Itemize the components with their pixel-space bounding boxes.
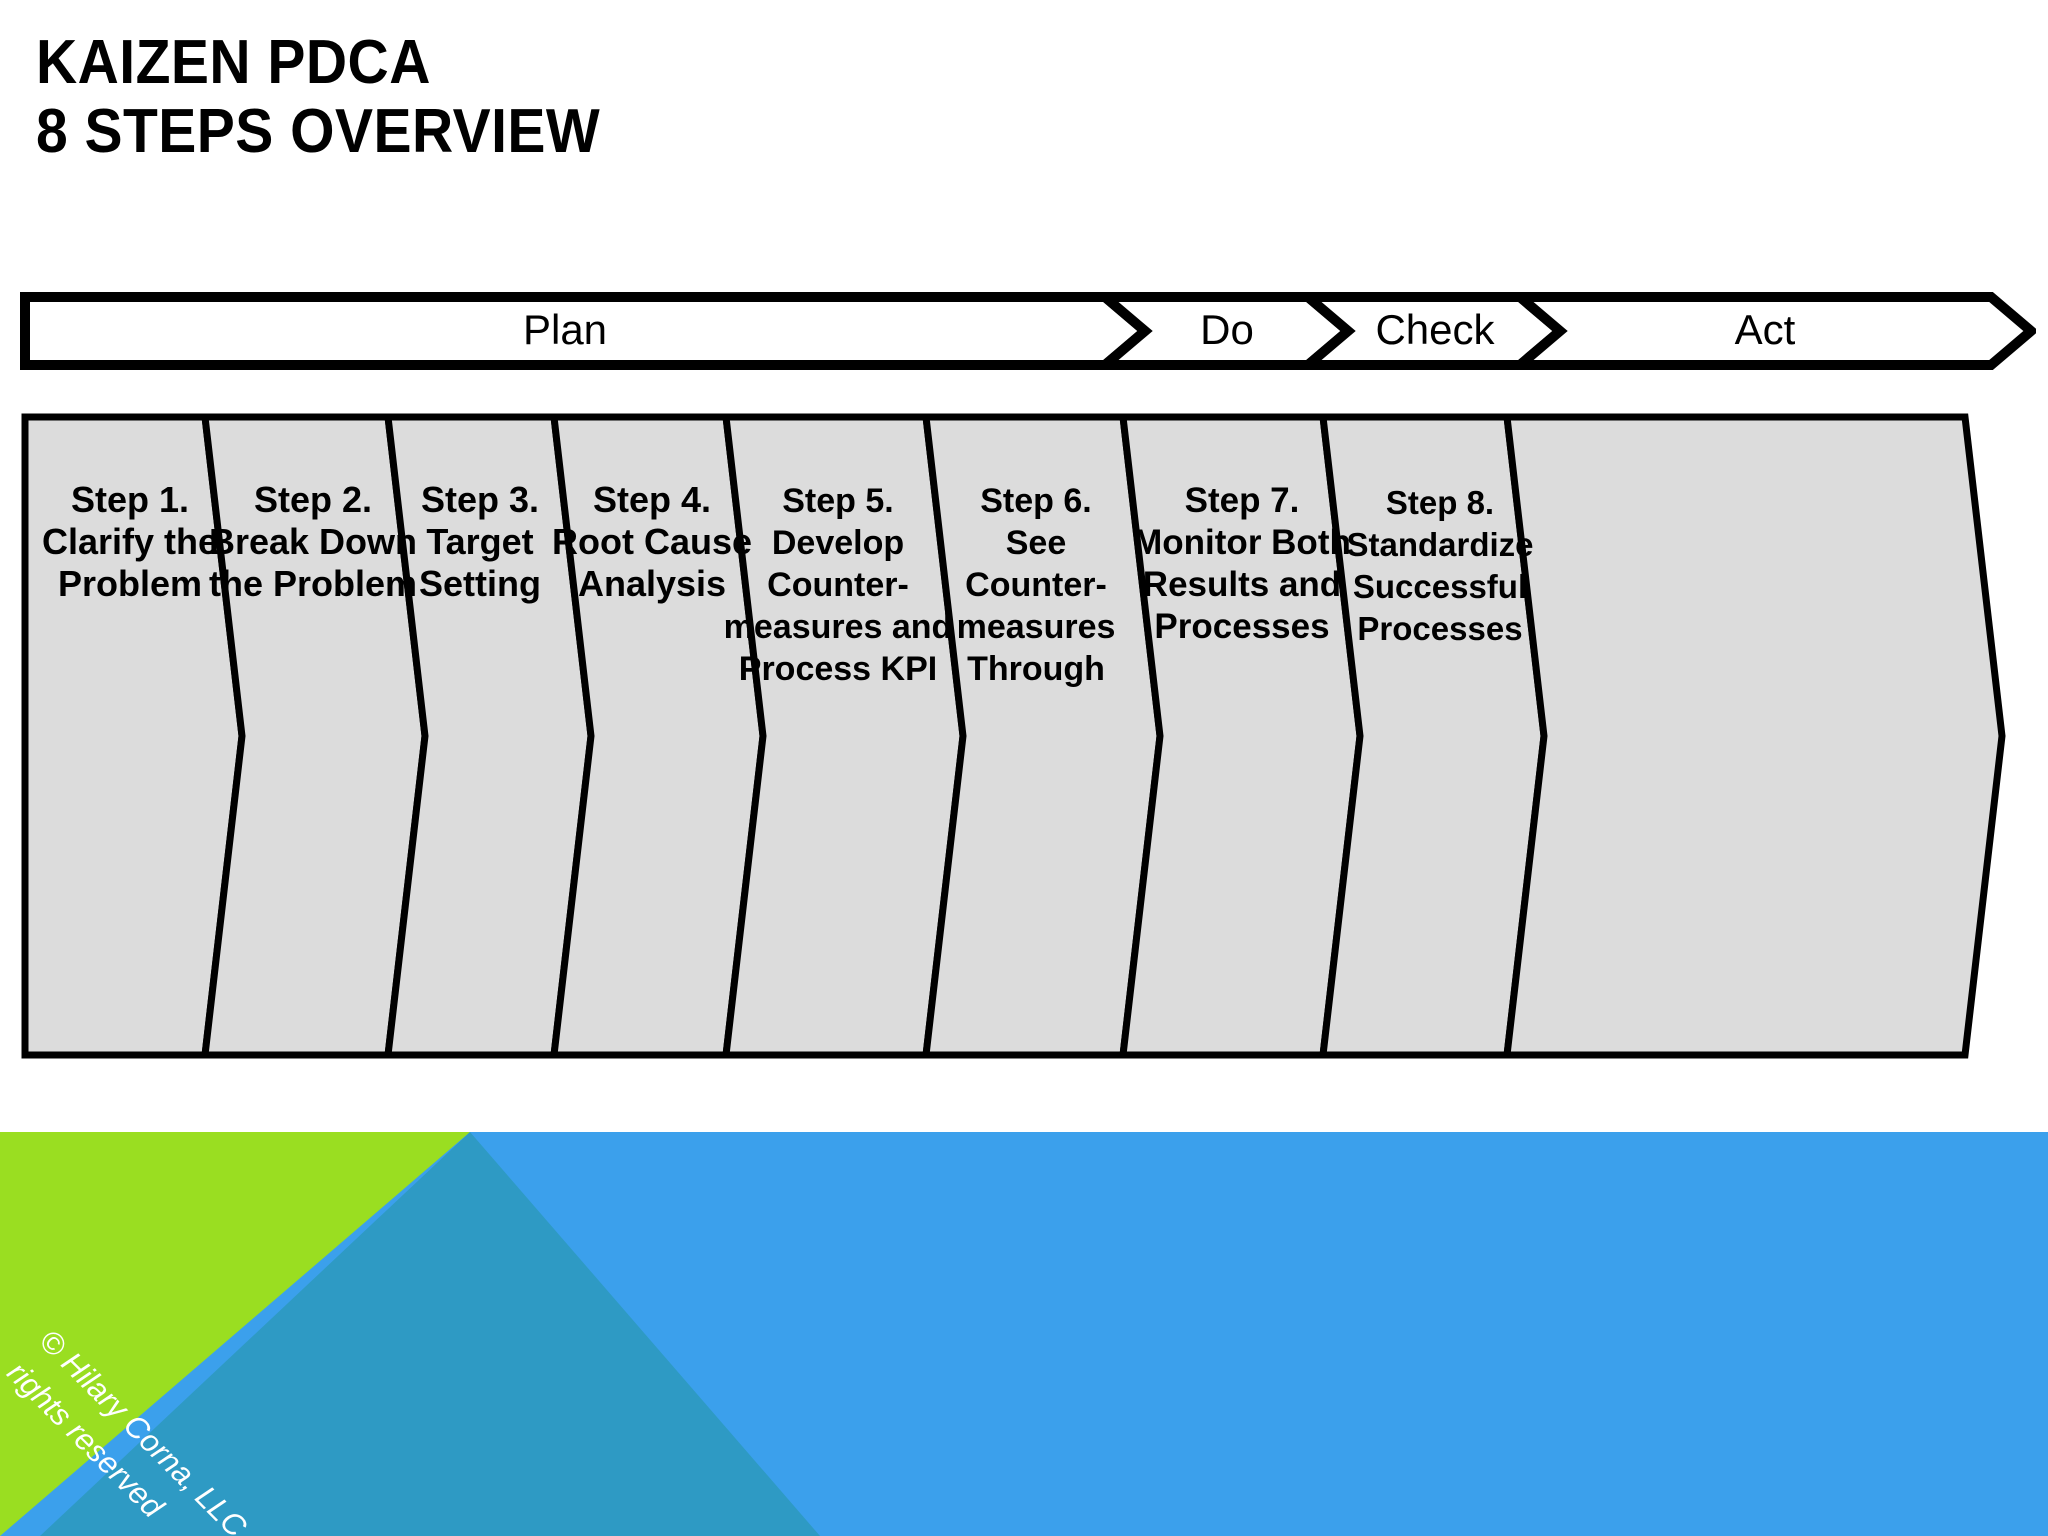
step-label-4: Step 4. Root Cause Analysis — [552, 479, 752, 604]
step-5-line-3: measures and — [724, 608, 953, 646]
step-shape-8b[interactable] — [1503, 413, 2006, 1059]
step-label-6: Step 6. See Counter- measures Through — [957, 482, 1116, 688]
step-label-5: Step 5. Develop Counter- measures and Pr… — [724, 482, 953, 688]
step-label-8: Step 8. Standardize Successful Processes — [1346, 484, 1533, 647]
step-5-line-1: Develop — [772, 524, 904, 562]
step-3-line-2: Setting — [419, 563, 541, 604]
step-5-line-4: Process KPI — [739, 650, 937, 688]
pdca-label-act: Act — [1735, 306, 1796, 353]
step-6-line-1: See — [1006, 524, 1067, 562]
step-2-heading: Step 2. — [254, 479, 372, 520]
step-label-1: Step 1. Clarify the Problem — [42, 479, 218, 604]
step-1-line-2: Problem — [58, 563, 202, 604]
step-5-line-2: Counter- — [767, 566, 909, 604]
step-6-heading: Step 6. — [980, 482, 1091, 520]
step-6-line-3: measures — [957, 608, 1116, 646]
pdca-label-check: Check — [1375, 306, 1495, 353]
step-4-heading: Step 4. — [593, 479, 711, 520]
step-label-7: Step 7. Monitor Both Results and Process… — [1133, 481, 1351, 646]
step-7-heading: Step 7. — [1185, 481, 1300, 520]
title-line-2: 8 STEPS OVERVIEW — [36, 97, 601, 167]
step-3-line-1: Target — [426, 521, 533, 562]
step-4-line-2: Analysis — [578, 563, 726, 604]
step-6-line-4: Through — [967, 650, 1105, 688]
title-line-1: KAIZEN PDCA — [36, 28, 431, 97]
step-3-heading: Step 3. — [421, 479, 539, 520]
step-5-heading: Step 5. — [782, 482, 893, 520]
step-8-line-2: Successful — [1353, 568, 1527, 605]
pdca-label-do: Do — [1200, 306, 1254, 353]
step-label-2: Step 2. Break Down the Problem — [209, 479, 417, 604]
page-title: KAIZEN PDCA 8 STEPS OVERVIEW — [36, 28, 1436, 167]
step-1-heading: Step 1. — [71, 479, 189, 520]
steps-band: Step 1. Clarify the Problem Step 2. Brea… — [20, 412, 2048, 1060]
footer-green-triangle — [0, 1132, 470, 1536]
pdca-phase-banner: Plan Do Check Act — [20, 292, 2036, 370]
step-6-line-2: Counter- — [965, 566, 1107, 604]
step-2-line-1: Break Down — [209, 521, 417, 562]
pdca-label-plan: Plan — [523, 306, 607, 353]
step-7-line-2: Results and — [1143, 565, 1341, 604]
step-2-line-2: the Problem — [209, 563, 417, 604]
step-4-line-1: Root Cause — [552, 521, 752, 562]
step-label-3: Step 3. Target Setting — [419, 479, 541, 604]
step-8-line-1: Standardize — [1346, 526, 1533, 563]
footer-teal-triangle — [40, 1132, 820, 1536]
pdca-phase-act[interactable] — [1506, 292, 2036, 370]
step-7-line-1: Monitor Both — [1133, 523, 1351, 562]
step-1-line-1: Clarify the — [42, 521, 218, 562]
step-8-heading: Step 8. — [1386, 484, 1494, 521]
footer-decoration — [0, 1132, 2048, 1536]
step-8-line-3: Processes — [1357, 610, 1522, 647]
step-7-line-3: Processes — [1154, 607, 1329, 646]
